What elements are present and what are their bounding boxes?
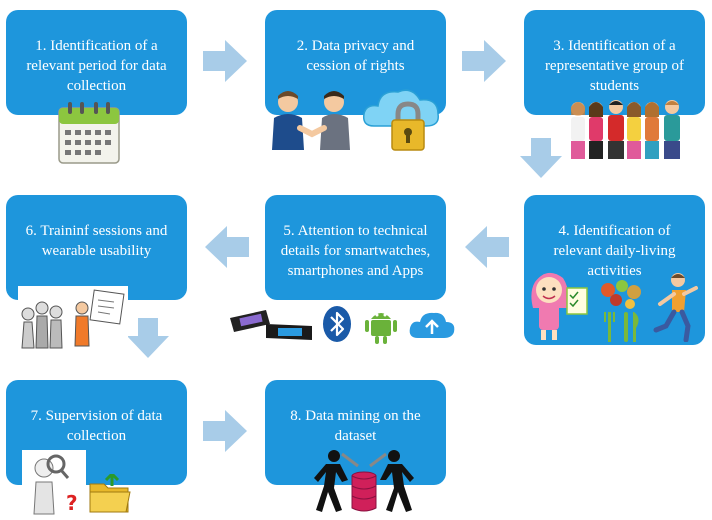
arrow-right-1: [203, 40, 247, 82]
cloud-upload-icon: [409, 312, 455, 338]
step-8-box: 8. Data mining on the dataset: [265, 380, 446, 485]
step-5-box: 5. Attention to technical details for sm…: [265, 195, 446, 300]
step-5-label: 5. Attention to technical details for sm…: [280, 223, 431, 279]
arrow-down-2: [127, 318, 169, 358]
girl-checklist-icon: [531, 272, 588, 340]
step-8-label: 8. Data mining on the dataset: [290, 408, 421, 444]
arrow-right-3: [203, 410, 247, 452]
students-icon: [571, 100, 680, 159]
step-1-box: 1. Identification of a relevant period f…: [6, 10, 187, 115]
step-7-label: 7. Supervision of data collection: [30, 408, 163, 444]
step-6-box: 6. Traininf sessions and wearable usabil…: [6, 195, 187, 300]
smartband-icon: [230, 310, 312, 340]
cloud-lock-icon: [362, 89, 439, 151]
step-6-label: 6. Traininf sessions and wearable usabil…: [25, 223, 168, 259]
step-3-box: 3. Identification of a representative gr…: [524, 10, 705, 115]
step-1-label: 1. Identification of a relevant period f…: [26, 38, 167, 94]
runner-icon: [653, 273, 698, 342]
data-mining-icon: [314, 450, 414, 512]
training-icon: [18, 286, 128, 352]
arrow-left-1: [465, 226, 509, 268]
supervisor-icon: ?: [22, 450, 86, 516]
calendar-icon: [58, 102, 120, 164]
handshake-icon: [272, 91, 350, 150]
arrow-down-1: [520, 138, 562, 178]
step-4-label: 4. Identification of relevant daily-livi…: [553, 223, 676, 279]
step-2-label: 2. Data privacy and cession of rights: [296, 38, 415, 74]
android-icon: [365, 313, 397, 344]
arrow-left-2: [205, 226, 249, 268]
step-3-label: 3. Identification of a representative gr…: [544, 38, 685, 94]
bluetooth-icon: [323, 306, 351, 342]
arrow-right-2: [462, 40, 506, 82]
food-icon: [601, 280, 641, 342]
svg-text:?: ?: [66, 491, 78, 515]
folder-upload-icon: [89, 474, 131, 513]
